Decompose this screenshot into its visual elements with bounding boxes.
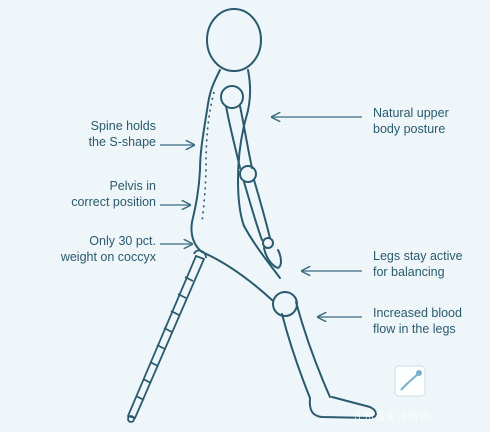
label-upper-body-line1: Natural upper <box>373 106 449 120</box>
label-coccyx-line2: weight on coccyx <box>60 250 156 264</box>
label-coccyx: Only 30 pct. weight on coccyx <box>61 233 156 265</box>
thigh-top <box>243 225 281 279</box>
upper-arm-back <box>225 105 241 169</box>
label-upper-body-line2: body posture <box>373 122 446 136</box>
label-spine: Spine holds the S-shape <box>89 118 156 150</box>
sitting-stick <box>126 249 207 423</box>
label-coccyx-line1: Only 30 pct. <box>89 234 156 248</box>
watermark-text: 江州当生活知识 <box>353 412 430 423</box>
label-legs-active: Legs stay active for balancing <box>373 248 463 280</box>
label-blood-flow-line2: flow in the legs <box>373 322 456 336</box>
label-blood-flow: Increased blood flow in the legs <box>373 305 462 337</box>
watermark-logo <box>394 365 426 397</box>
forearm-back <box>243 181 263 241</box>
label-blood-flow-line1: Increased blood <box>373 306 462 320</box>
label-pelvis: Pelvis in correct position <box>71 178 156 210</box>
hand <box>263 247 282 269</box>
torso-back <box>190 69 221 253</box>
torso-front <box>237 69 252 227</box>
thigh-bottom <box>201 251 273 301</box>
shoulder-joint <box>220 85 244 109</box>
label-legs-active-line1: Legs stay active <box>373 249 463 263</box>
label-legs-active-line2: for balancing <box>373 265 445 279</box>
elbow-joint <box>239 165 257 183</box>
label-spine-line1: Spine holds <box>90 119 156 133</box>
head <box>206 8 262 72</box>
forearm-front <box>253 179 271 239</box>
knee-joint <box>272 291 298 317</box>
label-pelvis-line1: Pelvis in <box>109 179 156 193</box>
label-upper-body: Natural upper body posture <box>373 105 449 137</box>
label-spine-line2: the S-shape <box>88 135 156 149</box>
upper-arm-front <box>239 105 253 169</box>
wrist-joint <box>262 237 274 249</box>
foot <box>308 396 377 419</box>
spine-dotted-line <box>201 91 215 223</box>
calf-back <box>281 313 311 399</box>
shin-front <box>295 301 331 398</box>
label-pelvis-line2: correct position <box>71 195 156 209</box>
